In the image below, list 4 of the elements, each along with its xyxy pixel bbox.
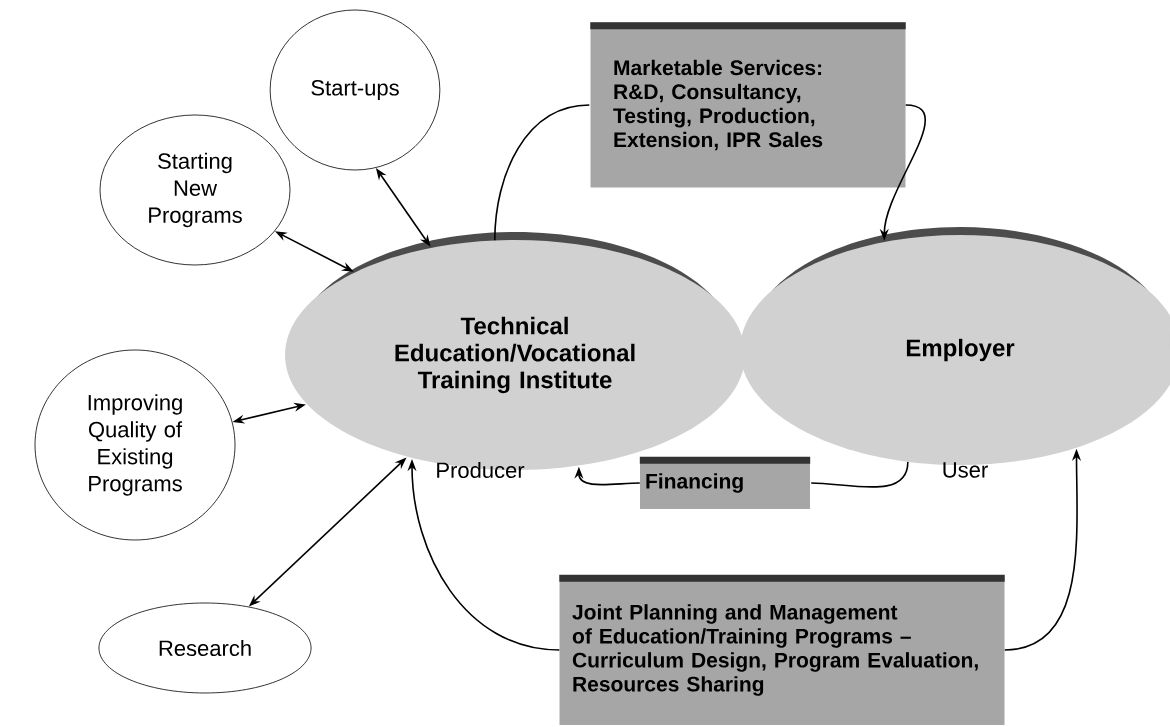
shaded-box: Financing [639, 456, 811, 509]
shaded-box: Marketable Services: R&D, Consultancy, Testing, Production, Extension, IPR Sales [590, 22, 906, 188]
region-caption: User [943, 462, 988, 478]
shaded-box: Joint Planning and Management of Education/Training Programs – Curriculum Design, Program Evaluation, Resources Sharing [559, 574, 1005, 725]
